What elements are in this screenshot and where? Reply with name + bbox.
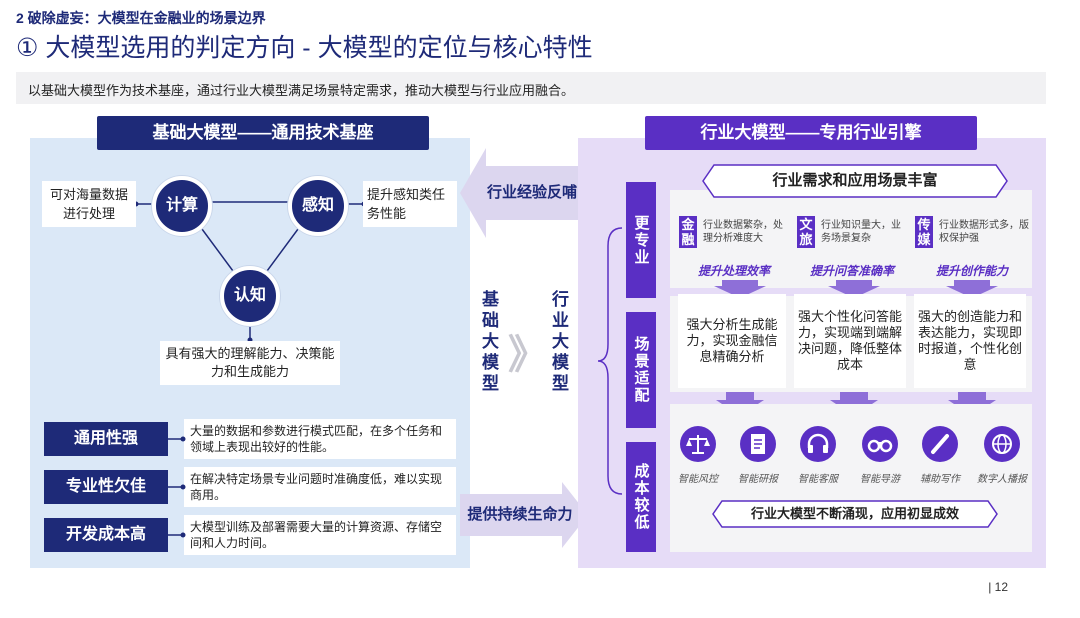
document-icon: [740, 426, 776, 462]
side-tab-professional: 更专业: [626, 182, 656, 298]
intro-text: 以基础大模型作为技术基座，通过行业大模型满足场景特定需求，推动大模型与行业应用融…: [16, 72, 1046, 104]
base-model-vertical: 基础大模型: [479, 290, 498, 395]
tag-culture-tourism: 文旅: [797, 216, 815, 248]
trait-cost-label: 开发成本高: [44, 518, 168, 552]
left-brace: [597, 227, 623, 495]
base-model-header: 基础大模型——通用技术基座: [97, 116, 429, 150]
bottom-bar-shape: [712, 500, 998, 528]
chevron-right-icon: 》: [508, 333, 548, 377]
page-number: | 12: [988, 580, 1008, 594]
trait-specialty-label: 专业性欠佳: [44, 470, 168, 504]
app-label-anchor: 数字人播报: [977, 474, 1027, 485]
app-label-risk: 智能风控: [678, 474, 718, 485]
industry-model-header: 行业大模型——专用行业引擎: [645, 116, 977, 150]
improve-media: 提升创作能力: [935, 264, 1008, 278]
result-finance: 强大分析生成能力，实现金融信息精确分析: [678, 294, 786, 388]
page-title: ① 大模型选用的判定方向 - 大模型的定位与核心特性: [16, 34, 593, 62]
compute-note: 可对海量数据进行处理: [42, 181, 136, 227]
globe-icon: [984, 426, 1020, 462]
trait-general-label: 通用性强: [44, 422, 168, 456]
trait-connectors: [168, 436, 186, 538]
scale-icon: [680, 426, 716, 462]
bottom-bar: 行业大模型不断涌现，应用初显成效: [750, 506, 959, 521]
cognize-node: 认知: [220, 266, 280, 326]
feedback-label: 行业经验反哺: [480, 178, 584, 208]
needs-banner: 行业需求和应用场景丰富: [772, 172, 938, 189]
media-desc: 行业数据形式多，版权保护强: [939, 220, 1029, 244]
sustain-label: 提供持续生命力: [464, 500, 576, 530]
industry-model-vertical: 行业大模型: [549, 290, 568, 395]
improve-finance: 提升处理效率: [697, 264, 770, 278]
section-title: 2 破除虚妄：大模型在金融业的场景边界: [16, 10, 266, 26]
trait-cost-desc: 大模型训练及部署需要大量的计算资源、存储空间和人力时间。: [184, 515, 456, 555]
finance-desc: 行业数据繁杂，处理分析难度大: [703, 220, 783, 244]
improve-culture-tourism: 提升问答准确率: [809, 264, 894, 278]
compute-node: 计算: [152, 176, 212, 236]
app-label-service: 智能客服: [798, 474, 838, 485]
perceive-node: 感知: [288, 176, 348, 236]
trait-specialty-desc: 在解决特定场景专业问题时准确度低，难以实现商用。: [184, 467, 456, 507]
cognize-note: 具有强大的理解能力、决策能力和生成能力: [160, 341, 340, 385]
side-tab-scenario: 场景适配: [626, 312, 656, 428]
app-label-writing: 辅助写作: [920, 474, 960, 485]
tag-media: 传媒: [915, 216, 933, 248]
industry-needs-box: [670, 190, 1032, 288]
result-culture-tourism: 强大个性化问答能力，实现端到端解决问题，降低整体成本: [794, 294, 906, 388]
perceive-note: 提升感知类任务性能: [363, 181, 457, 227]
tag-finance: 金融: [679, 216, 697, 248]
app-label-guide: 智能导游: [860, 474, 900, 485]
culture-tourism-desc: 行业知识量大，业务场景复杂: [821, 220, 901, 244]
side-tab-cost: 成本较低: [626, 442, 656, 552]
pen-icon: [922, 426, 958, 462]
headset-icon: [800, 426, 836, 462]
binoculars-icon: [862, 426, 898, 462]
app-label-research: 智能研报: [738, 474, 778, 485]
trait-general-desc: 大量的数据和参数进行模式匹配，在多个任务和领域上表现出较好的性能。: [184, 419, 456, 459]
result-media: 强大的创造能力和表达能力，实现即时报道，个性化创意: [914, 294, 1026, 388]
banner-shape: [702, 164, 1008, 198]
